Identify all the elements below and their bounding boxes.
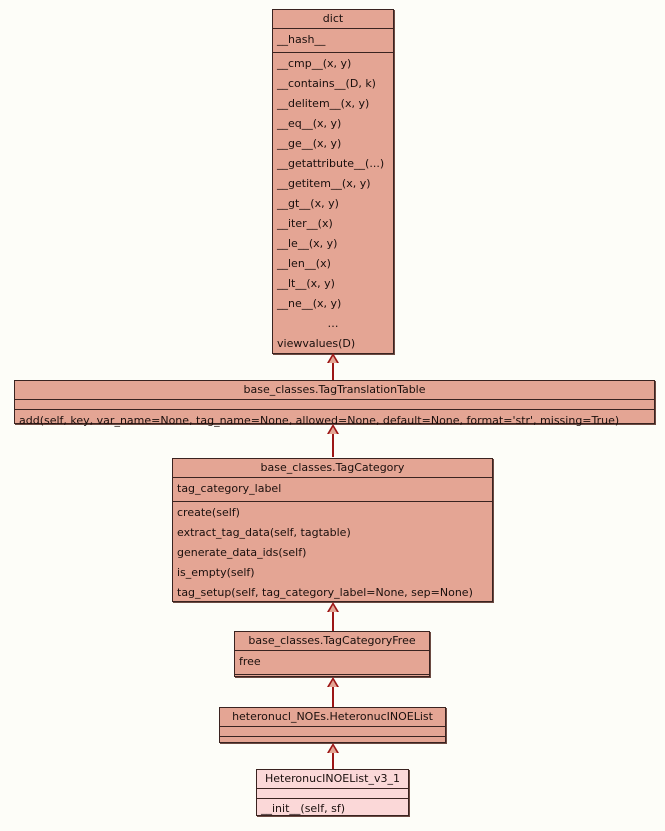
method-item: __lt__(x, y)	[277, 277, 335, 290]
class-box-tagcategoryfree[interactable]: base_classes.TagCategoryFree free	[234, 631, 430, 677]
method-item: __le__(x, y)	[277, 237, 338, 250]
method-item: __iter__(x)	[277, 217, 333, 230]
attribute-item: free	[239, 655, 261, 668]
class-box-heteronucinoelist-v3-1[interactable]: HeteronucINOEList_v3_1 __init__(self, sf…	[256, 769, 409, 816]
method-item: viewvalues(D)	[277, 337, 356, 350]
inheritance-arrowhead-tagcategoryfree	[327, 677, 339, 687]
attributes-compartment-heteronucinoelist	[220, 727, 445, 737]
inheritance-arrowhead-tagcategory	[327, 602, 339, 612]
attribute-item: __hash__	[277, 33, 326, 46]
method-item: __gt__(x, y)	[277, 197, 339, 210]
class-box-tagcategory[interactable]: base_classes.TagCategory tag_category_la…	[172, 458, 493, 602]
method-item: __init__(self, sf)	[261, 802, 346, 815]
attributes-compartment-tagcategoryfree: free	[235, 651, 429, 675]
method-item: generate_data_ids(self)	[177, 546, 307, 559]
class-title-dict: dict	[273, 10, 393, 29]
class-title-tagtranslationtable: base_classes.TagTranslationTable	[15, 381, 654, 400]
class-title-tagcategoryfree: base_classes.TagCategoryFree	[235, 632, 429, 651]
method-item: extract_tag_data(self, tagtable)	[177, 526, 351, 539]
attributes-compartment-heteronucinoelist-v3-1	[257, 789, 408, 799]
method-item: __cmp__(x, y)	[277, 57, 352, 70]
method-overflow-ellipsis: …	[327, 317, 339, 330]
attributes-compartment-dict: __hash__	[273, 29, 393, 53]
methods-compartment-tagtranslationtable: add(self, key, var_name=None, tag_name=N…	[15, 410, 654, 432]
method-item: __getitem__(x, y)	[277, 177, 371, 190]
method-item: is_empty(self)	[177, 566, 255, 579]
inheritance-arrowhead-tagtranslationtable	[327, 424, 339, 434]
method-item: __ge__(x, y)	[277, 137, 342, 150]
methods-compartment-tagcategory: create(self) extract_tag_data(self, tagt…	[173, 502, 492, 605]
class-box-dict[interactable]: dict __hash__ __cmp__(x, y) __contains__…	[272, 9, 394, 354]
inheritance-arrowhead-heteronucinoelist	[327, 743, 339, 753]
inheritance-edge-tagcategory-tagtranslationtable	[332, 433, 334, 457]
method-item: tag_setup(self, tag_category_label=None,…	[177, 586, 473, 599]
method-item: __len__(x)	[277, 257, 331, 270]
class-title-heteronucinoelist: heteronucl_NOEs.HeteronucINOEList	[220, 708, 445, 727]
inheritance-edge-heteronucinoelist-tagcategoryfree	[332, 686, 334, 708]
methods-compartment-dict: __cmp__(x, y) __contains__(D, k) __delit…	[273, 53, 393, 356]
inheritance-edge-tagtranslationtable-dict	[332, 362, 334, 380]
class-title-tagcategory: base_classes.TagCategory	[173, 459, 492, 478]
method-item: add(self, key, var_name=None, tag_name=N…	[19, 414, 620, 427]
method-item: __delitem__(x, y)	[277, 97, 370, 110]
method-item: __getattribute__(...)	[277, 157, 385, 170]
class-title-heteronucinoelist-v3-1: HeteronucINOEList_v3_1	[257, 770, 408, 789]
class-box-tagtranslationtable[interactable]: base_classes.TagTranslationTable add(sel…	[14, 380, 655, 427]
class-box-heteronucinoelist[interactable]: heteronucl_NOEs.HeteronucINOEList	[219, 707, 446, 743]
inheritance-arrowhead-dict	[327, 353, 339, 363]
attributes-compartment-tagcategory: tag_category_label	[173, 478, 492, 502]
inheritance-edge-heteronucinoelist-v3-1-heteronucinoelist	[332, 752, 334, 770]
method-item: __eq__(x, y)	[277, 117, 342, 130]
method-item: create(self)	[177, 506, 240, 519]
methods-compartment-heteronucinoelist-v3-1: __init__(self, sf)	[257, 799, 408, 820]
attributes-compartment-tagtranslationtable	[15, 400, 654, 410]
method-item: __contains__(D, k)	[277, 77, 376, 90]
method-item: __ne__(x, y)	[277, 297, 342, 310]
attribute-item: tag_category_label	[177, 482, 282, 495]
inheritance-edge-tagcategoryfree-tagcategory	[332, 611, 334, 633]
